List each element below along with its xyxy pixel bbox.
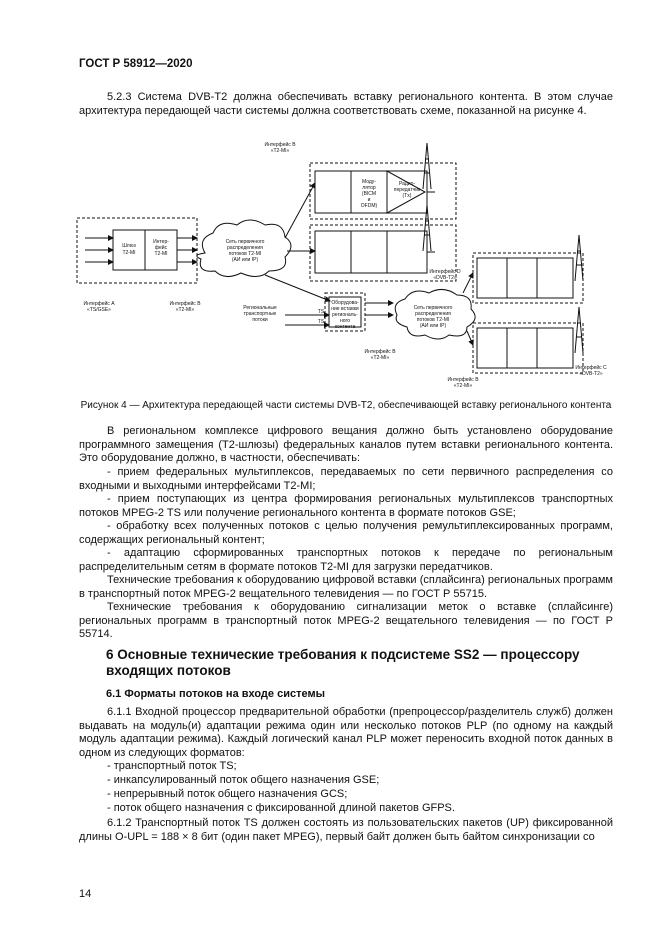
svg-text:потоков T2-MI: потоков T2-MI — [229, 251, 262, 257]
format-item-3: - непрерывный поток общего назначения GC… — [107, 788, 348, 800]
svg-text:потоки: потоки — [252, 317, 268, 323]
svg-text:ние вставки: ние вставки — [331, 306, 359, 312]
bullet-2: - прием поступающих из центра формирован… — [79, 493, 613, 519]
svg-text:ного: ного — [340, 318, 350, 324]
svg-text:лятор: лятор — [362, 185, 376, 191]
svg-text:региональ-: региональ- — [332, 312, 358, 318]
svg-text:фейс: фейс — [155, 244, 168, 251]
label-modulator: Моду- — [362, 179, 376, 185]
cloud-primary-network — [196, 219, 292, 277]
label-equipment: Оборудова- — [331, 300, 359, 306]
section-6-title: 6 Основные технические требования к подс… — [106, 647, 580, 678]
svg-text:«DVB-T2»: «DVB-T2» — [433, 275, 457, 281]
format-item-2: - инкапсулированный поток общего назначе… — [107, 774, 380, 786]
svg-text:TS: TS — [318, 309, 325, 315]
paragraph-6-1-1: 6.1.1 Входной процессор предварительной … — [79, 706, 613, 759]
bullet-3: - обработку всех полученных потоков с це… — [79, 520, 613, 546]
svg-text:«TS/GSE»: «TS/GSE» — [87, 307, 111, 313]
page-number: 14 — [79, 888, 92, 900]
bullet-1: - прием федеральных мультиплексов, перед… — [79, 466, 613, 492]
label-iface-b-left: Интерфейс B — [169, 300, 201, 307]
document-header: ГОСТ Р 58912—2020 — [79, 58, 193, 70]
svg-text:и: и — [368, 197, 371, 203]
label-cloud-1: Сеть первичного — [226, 239, 265, 245]
svg-text:TS: TS — [318, 319, 325, 325]
label-iface-d: Интерфейс D — [429, 268, 461, 275]
svg-text:T2-MI: T2-MI — [154, 251, 167, 257]
subsection-6-1-title: 6.1 Форматы потоков на входе системы — [106, 688, 325, 700]
svg-text:«T2-MI»: «T2-MI» — [454, 383, 473, 389]
label-cloud-2: Сеть первичного — [414, 305, 453, 311]
label-regional-streams: Региональные — [243, 305, 277, 311]
paragraph-1: В региональном комплексе цифрового вещан… — [79, 425, 613, 464]
svg-text:T2-MI: T2-MI — [122, 250, 135, 256]
svg-text:(Tx): (Tx) — [403, 193, 412, 199]
paragraph-3: Технические требования к оборудованию си… — [79, 601, 613, 640]
label-iface-a: Интерфейс A — [83, 300, 115, 307]
figure-caption: Рисунок 4 — Архитектура передающей части… — [80, 400, 612, 411]
intro-paragraph: 5.2.3 Система DVB-T2 должна обеспечивать… — [79, 91, 613, 117]
svg-text:потоков T2-MI: потоков T2-MI — [417, 317, 450, 323]
tower-icon-1 — [422, 142, 432, 190]
bullet-4: - адаптацию сформированных транспортных … — [79, 547, 613, 573]
svg-text:(АИ или IP): (АИ или IP) — [420, 323, 447, 329]
svg-text:«T2-MI»: «T2-MI» — [271, 148, 290, 154]
tower-icon-2 — [422, 204, 432, 252]
svg-text:распределения: распределения — [415, 311, 451, 317]
label-iface-b-mid: Интерфейс B — [364, 348, 396, 355]
label-shluz: Шлюз — [122, 243, 136, 249]
label-iface-b-top: Интерфейс B — [264, 141, 296, 148]
format-item-1: - транспортный поток TS; — [107, 760, 237, 772]
svg-text:(BICM: (BICM — [362, 191, 376, 197]
paragraph-2: Технические требования к оборудованию ци… — [79, 574, 613, 600]
label-iface-c: Интерфейс C — [575, 364, 607, 371]
svg-text:передатчик: передатчик — [394, 187, 421, 193]
svg-text:контента: контента — [335, 324, 356, 330]
svg-text:(АИ или IP): (АИ или IP) — [232, 257, 259, 263]
label-transmitter: Радио- — [399, 181, 415, 187]
svg-text:Интер-: Интер- — [153, 239, 169, 245]
format-item-4: - поток общего назначения с фиксированно… — [107, 802, 455, 814]
svg-text:«DVB-T2»: «DVB-T2» — [579, 371, 603, 377]
svg-text:«T2-MI»: «T2-MI» — [371, 355, 390, 361]
svg-text:OFDM): OFDM) — [361, 203, 378, 209]
label-iface-b-bottom: Интерфейс B — [447, 376, 479, 383]
paragraph-6-1-2: 6.1.2 Транспортный поток TS должен состо… — [79, 817, 613, 843]
tower-icon-3 — [574, 234, 584, 282]
svg-text:распределения: распределения — [227, 245, 263, 251]
cloud-regional-network — [394, 289, 476, 340]
svg-text:транспортные: транспортные — [244, 311, 277, 317]
svg-text:«T2-MI»: «T2-MI» — [176, 307, 195, 313]
figure-4-diagram: Интерфейс B «T2-MI» Интерфейс A «TS/GSE»… — [76, 141, 607, 389]
tower-icon-4 — [574, 306, 584, 354]
